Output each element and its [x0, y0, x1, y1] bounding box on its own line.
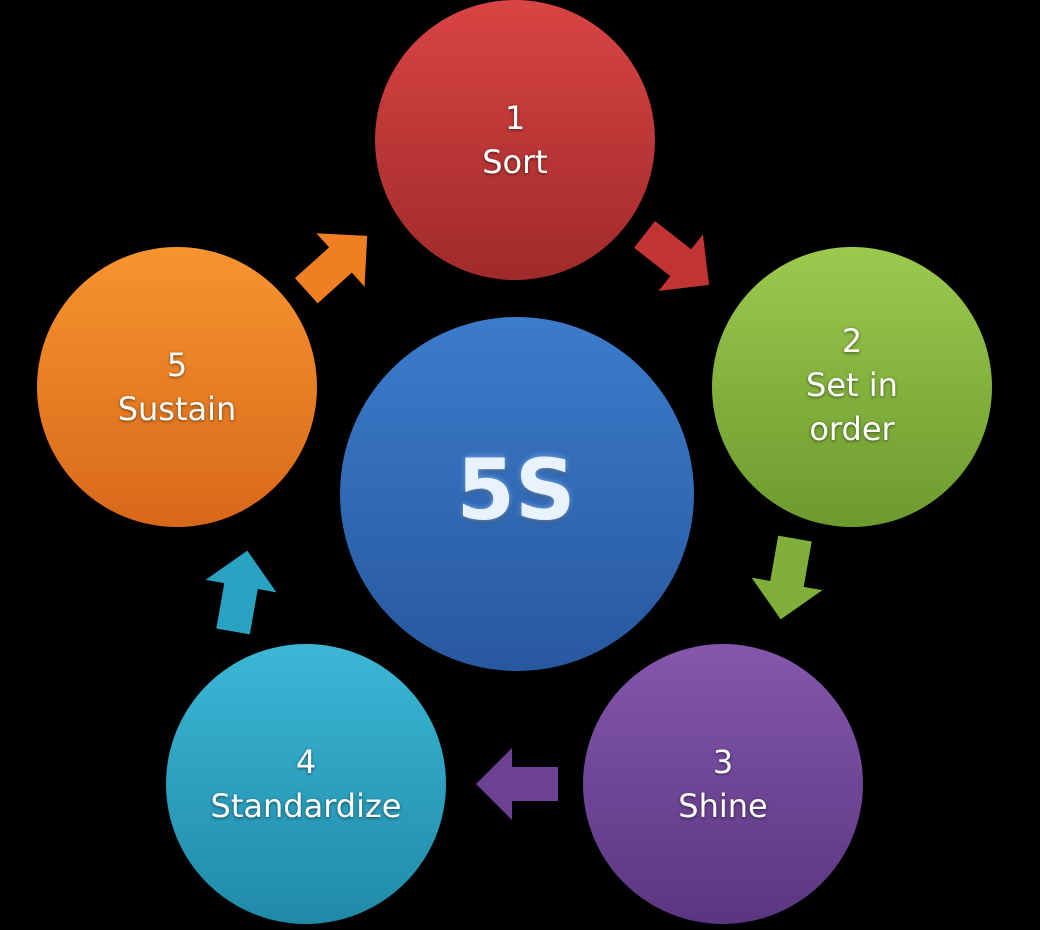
arrow-sustain-to-sort	[294, 233, 368, 304]
arrow-shine-to-standardize	[476, 748, 558, 820]
arrow-sort-to-set-in-order	[634, 220, 710, 292]
arrow-standardize-to-sustain	[205, 550, 277, 635]
arrow-set-in-order-to-shine	[751, 535, 823, 620]
step-circle-sustain	[37, 247, 317, 527]
step-circle-shine	[583, 644, 863, 924]
step-circle-sort	[375, 0, 655, 280]
step-circle-set-in-order	[712, 247, 992, 527]
center-circle	[340, 317, 694, 671]
center-label: 5S	[456, 441, 576, 539]
step-circle-standardize	[166, 644, 446, 924]
